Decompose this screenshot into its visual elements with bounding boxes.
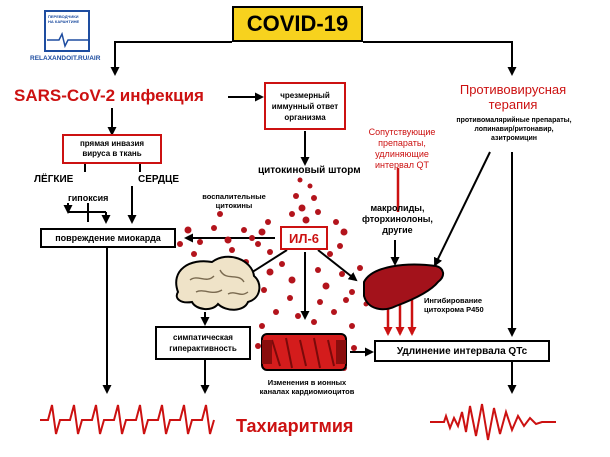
- cytokine-dot: [298, 204, 306, 212]
- tachyarrhythmia-label: Тахиаритмия: [236, 416, 354, 436]
- brain-icon: [175, 255, 261, 311]
- cytokine-dot: [315, 209, 321, 215]
- liver-icon: [363, 263, 444, 311]
- cytokine-dot: [349, 323, 355, 329]
- cytokine-dot: [224, 236, 232, 244]
- cytokine-dot: [311, 195, 317, 201]
- direct-invasion-box: прямая инвазия вируса в ткань: [62, 134, 162, 164]
- cytokine-dot: [357, 265, 363, 271]
- sars-cov2-infection: SARS-CoV-2 инфекция: [14, 86, 204, 105]
- cytokine-dot: [315, 267, 321, 273]
- arrow-covid-to-infection: [110, 41, 232, 76]
- cytokine-dot: [302, 216, 310, 224]
- logo-text: ПЕРЕВОДЧИКИ НА КАРАНТИНЕ: [48, 14, 80, 24]
- cytokine-dot: [289, 211, 295, 217]
- cytokine-dot: [288, 276, 296, 284]
- cytokine-dot: [287, 295, 293, 301]
- cytokine-dot: [322, 282, 330, 290]
- cytokine-dot: [339, 271, 345, 277]
- cytokine-dot: [349, 289, 355, 295]
- hypoxia-label: гипоксия: [66, 193, 111, 203]
- cytokine-dot: [317, 299, 323, 305]
- logo-pulse-icon: [47, 32, 89, 48]
- cytokine-dot: [297, 177, 303, 183]
- cytokine-dot: [340, 228, 348, 236]
- cytokine-dot: [249, 235, 255, 241]
- antiviral-therapy-title: Противовирусная терапия: [459, 82, 567, 112]
- cytokine-dot: [333, 219, 339, 225]
- sympathetic-box: симпатическая гиперактивность: [155, 326, 251, 360]
- inflammatory-cytokines-label: воспалительные цитокины: [202, 192, 266, 210]
- cytokine-dot: [191, 251, 197, 257]
- ecg-right: [430, 403, 556, 441]
- cytokine-dot: [255, 343, 261, 349]
- il6-box: ИЛ-6: [280, 226, 328, 250]
- cytokine-dot: [255, 241, 261, 247]
- cytokine-dots: [177, 177, 369, 371]
- cytokine-dot: [351, 345, 357, 351]
- cytokine-dot: [293, 193, 299, 199]
- logo: ПЕРЕВОДЧИКИ НА КАРАНТИНЕ RELAXANDOIT.RU/…: [30, 10, 124, 68]
- arrow-antiviral-liver: [434, 151, 491, 267]
- cytokine-dot: [266, 268, 274, 276]
- cytokine-dot: [327, 251, 333, 257]
- concomitant-drugs-label: Сопутствующие препараты, удлиняющие инте…: [368, 127, 436, 170]
- antiviral-drugs: противомалярийные препараты, лопинавир/р…: [456, 117, 572, 142]
- logo-emblem: ПЕРЕВОДЧИКИ НА КАРАНТИНЕ: [44, 10, 90, 52]
- qtc-prolongation-box: Удлинение интервала QTc: [374, 340, 550, 362]
- cytokine-dot: [258, 228, 266, 236]
- ecg-traces: [40, 403, 556, 441]
- cytokine-dot: [273, 309, 279, 315]
- cytokine-dot: [265, 219, 271, 225]
- cytokine-dot: [197, 239, 203, 245]
- cytokine-dot: [217, 211, 223, 217]
- cytokine-dot: [177, 241, 183, 247]
- cytokine-dot: [307, 183, 313, 189]
- cytokine-dot: [229, 247, 235, 253]
- cytokine-dot: [184, 226, 192, 234]
- arrow-il6-liver: [317, 249, 358, 282]
- cytokine-dot: [337, 243, 343, 249]
- ion-channels-label: Изменения в ионных каналах кардиомиоцито…: [259, 378, 355, 396]
- arrow-covid-to-antiviral: [363, 41, 517, 76]
- covid-title: COVID-19: [232, 6, 363, 42]
- cytokine-storm-label: цитокиновый шторм: [258, 165, 361, 176]
- cytokine-dot: [311, 319, 317, 325]
- logo-site: RELAXANDOIT.RU/AIR: [30, 55, 101, 62]
- cytokine-dot: [261, 287, 267, 293]
- cytokine-dot: [267, 249, 273, 255]
- cyp-inhibition-label: Ингибирование цитохрома Р450: [424, 296, 484, 314]
- cytokine-dot: [331, 309, 337, 315]
- cytokine-dot: [211, 225, 217, 231]
- cytokine-dot: [343, 297, 349, 303]
- cardiomyocyte-icon: [261, 333, 347, 371]
- immune-response-box: чрезмерный иммунный ответ организма: [264, 82, 346, 130]
- lungs-label: ЛЁГКИЕ: [34, 174, 74, 185]
- macrolides-label: макролиды, фторхинолоны, другие: [362, 203, 433, 235]
- cytokine-dot: [259, 323, 265, 329]
- cytokine-dot: [279, 261, 285, 267]
- heart-label: СЕРДЦЕ: [138, 174, 180, 185]
- myocardium-damage-box: повреждение миокарда: [40, 228, 176, 248]
- ecg-left: [40, 404, 215, 435]
- cytokine-dot: [295, 313, 301, 319]
- cytokine-dot: [241, 227, 247, 233]
